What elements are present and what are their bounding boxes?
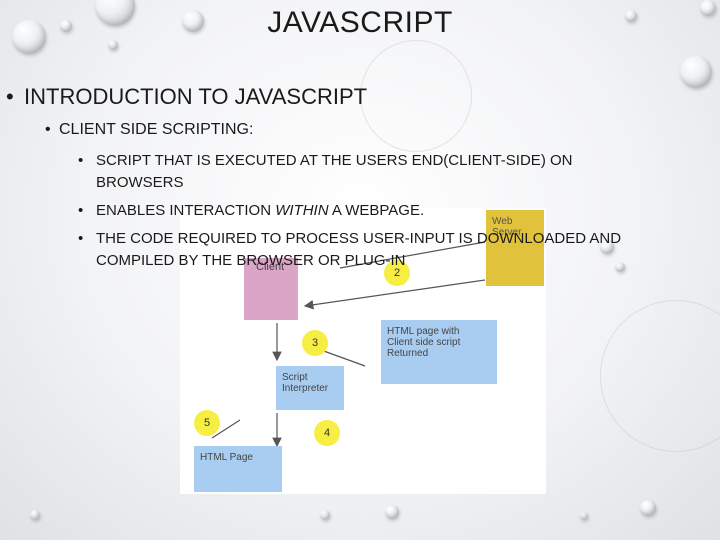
- bullet-marker: •: [78, 152, 84, 169]
- bullet-script-executed: • SCRIPT THAT IS EXECUTED AT THE USERS EN…: [78, 150, 572, 194]
- bullet-marker: •: [78, 202, 84, 219]
- bullet-enables-interaction: • ENABLES INTERACTION WITHIN A WEBPAGE.: [78, 200, 424, 222]
- client-box: [244, 258, 298, 320]
- step-2-marker: 2: [384, 260, 410, 286]
- response-arrow: [303, 279, 486, 310]
- bullet-client-side-text: CLIENT SIDE SCRIPTING:: [59, 121, 254, 138]
- bullet-marker: •: [78, 230, 84, 247]
- step-3-marker: 3: [302, 330, 328, 356]
- script-interpreter-label: Script Interpreter: [282, 372, 329, 394]
- request-arrow: [339, 241, 486, 269]
- client-label: Client: [256, 261, 285, 273]
- bullet-enables-within: WITHIN: [275, 202, 329, 219]
- client-side-diagram: Web Server HTML page with Client side sc…: [180, 208, 546, 494]
- bullet-code-line1: THE CODE REQUIRED TO PROCESS USER-INPUT …: [96, 230, 622, 247]
- bullet-script-line2: BROWSERS: [96, 174, 184, 191]
- bullet-marker: •: [45, 121, 51, 138]
- slide-title: JAVASCRIPT: [267, 6, 453, 39]
- step-5-marker: 5: [194, 410, 220, 436]
- bullet-intro: • INTRODUCTION TO JAVASCRIPT: [6, 84, 367, 110]
- diagram-arrows: [211, 241, 486, 448]
- step-4-marker: 4: [314, 420, 340, 446]
- bullet-code-required: • THE CODE REQUIRED TO PROCESS USER-INPUT…: [78, 228, 621, 272]
- web-server-box: Web Server: [486, 210, 544, 286]
- bullet-code-line2: COMPILED BY THE BROWSER OR PLUG-IN: [96, 252, 406, 269]
- bullet-script-line1: SCRIPT THAT IS EXECUTED AT THE USERS END…: [96, 152, 573, 169]
- html-page-label: HTML Page: [200, 452, 253, 463]
- bullet-intro-text: INTRODUCTION TO JAVASCRIPT: [24, 84, 368, 109]
- html-returned-box: HTML page with Client side script Return…: [381, 320, 497, 384]
- bullet-client-side: • CLIENT SIDE SCRIPTING:: [45, 121, 253, 139]
- html-page-box: HTML Page: [194, 446, 282, 492]
- script-interpreter-box: Script Interpreter: [276, 366, 344, 410]
- html-page-connector: [211, 419, 241, 439]
- bullet-enables-post: A WEBPAGE.: [328, 202, 425, 219]
- web-server-label: Web Server: [492, 216, 522, 238]
- bullet-enables-pre: ENABLES INTERACTION: [96, 202, 276, 219]
- html-returned-label: HTML page with Client side script Return…: [387, 326, 461, 359]
- bullet-marker: •: [6, 84, 14, 109]
